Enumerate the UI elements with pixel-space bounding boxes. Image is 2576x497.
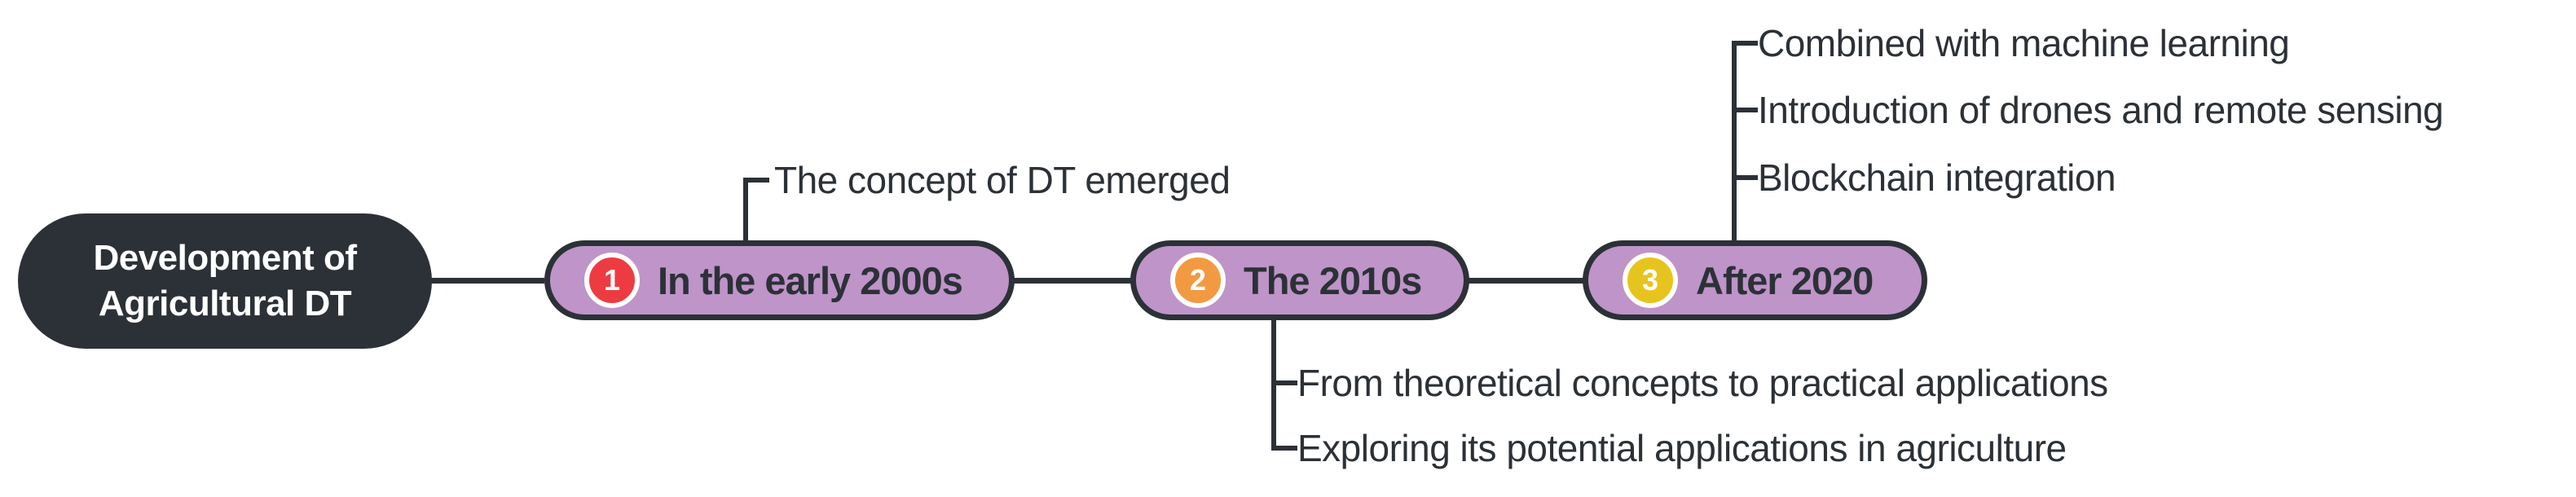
node2-branch2-label: Exploring its potential applications in … <box>1297 427 2067 469</box>
root-node: Development of Agricultural DT <box>18 213 432 349</box>
node2-branch1-label: From theoretical concepts to practical a… <box>1297 362 2108 404</box>
node3-label: After 2020 <box>1696 258 1874 302</box>
node2-label: The 2010s <box>1244 258 1422 302</box>
node1-branch1-label: The concept of DT emerged <box>774 159 1231 201</box>
node1-number-badge: 1 <box>584 253 640 308</box>
node3-branch2-label: Introduction of drones and remote sensin… <box>1758 89 2444 131</box>
connector-root-to-node1 <box>430 278 544 284</box>
node3-branch1-label: Combined with machine learning <box>1758 22 2290 64</box>
connector-node1-to-node2 <box>1013 278 1132 284</box>
connector-node2-to-node3 <box>1468 278 1584 284</box>
node1-branch1-tick <box>743 178 769 183</box>
node2-branch1-tick <box>1271 380 1297 385</box>
node3-branch2-tick <box>1732 108 1758 112</box>
node3-number-badge: 3 <box>1623 253 1678 308</box>
timeline-node-2010s: 2 The 2010s <box>1130 240 1469 320</box>
node2-branch2-tick <box>1271 446 1297 451</box>
node1-label: In the early 2000s <box>658 258 963 302</box>
root-node-label: Development of Agricultural DT <box>93 238 357 323</box>
timeline-node-early-2000s: 1 In the early 2000s <box>544 240 1015 320</box>
node3-branch-stem <box>1732 41 1737 246</box>
node3-branch3-tick <box>1732 175 1758 180</box>
node1-branch-stem <box>743 178 748 246</box>
node2-number-badge: 2 <box>1170 253 1226 308</box>
timeline-node-after-2020: 3 After 2020 <box>1583 240 1927 320</box>
node3-branch1-tick <box>1732 41 1758 46</box>
node3-branch3-label: Blockchain integration <box>1758 156 2116 199</box>
